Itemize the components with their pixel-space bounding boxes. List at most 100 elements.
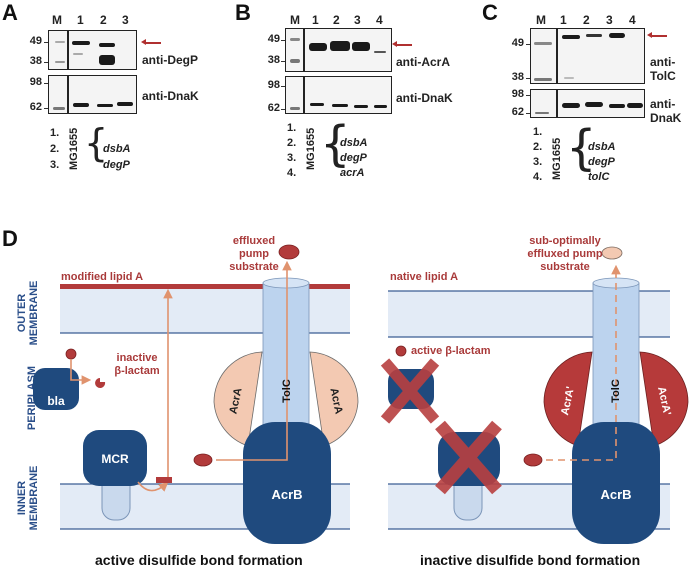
acrb-label: AcrB [271, 487, 303, 502]
panel-letter-b: B [235, 0, 251, 25]
legend-number: 2. [533, 141, 543, 153]
cross-icon [435, 420, 502, 495]
gene-label: tolC [588, 171, 610, 183]
lane-label: 3 [354, 13, 361, 27]
cross-icon [380, 358, 440, 424]
lane-label: 2 [100, 13, 107, 27]
lane-label: 3 [122, 13, 129, 27]
lipid-a-modification [156, 477, 172, 483]
antibody-label: anti-DnaK [650, 97, 682, 125]
marker-tick [44, 83, 48, 84]
suboptimal-line: effluxed pump [527, 248, 603, 260]
antibody-label: anti-DegP [142, 53, 199, 67]
marker-tick [526, 95, 530, 96]
lane-label: 1 [560, 13, 567, 27]
mcr-protein [83, 430, 147, 486]
gene-label: acrA [340, 167, 365, 179]
acra-right [309, 351, 359, 447]
suboptimal-effluxed-substrate-icon [601, 246, 623, 260]
tolc-left [262, 282, 310, 432]
effluxed-substrate-icon [278, 244, 300, 260]
legend-number: 4. [287, 167, 297, 179]
active-beta-lactam-molecule [395, 345, 407, 357]
legend-number: 1. [533, 126, 543, 138]
legend-number: 2. [50, 143, 60, 155]
gene-label: degP [340, 152, 367, 164]
legend-number: 3. [533, 156, 543, 168]
western-blot-degp [48, 30, 137, 70]
acra-prime-left [543, 351, 593, 447]
inactive-line: β-lactam [114, 365, 160, 377]
marker-49: 49 [29, 35, 42, 47]
marker-62: 62 [29, 101, 42, 113]
marker-98: 98 [267, 79, 280, 91]
legend-number: 2. [287, 137, 297, 149]
effluxed-line: effluxed [232, 235, 276, 247]
bla-label: bla [47, 394, 65, 408]
native-lipid-a-label: native lipid A [390, 271, 459, 283]
marker-tick [44, 108, 48, 109]
antibody-label: anti-DnaK [142, 89, 199, 103]
mcr-label: MCR [101, 452, 129, 466]
inactive-line: inactive [116, 352, 158, 364]
suboptimal-effluxed-label: sub-optimally effluxed pump substrate [520, 235, 610, 274]
marker-tick [526, 113, 530, 114]
pump-substrate-left [193, 453, 213, 467]
panel-letter-c: C [482, 0, 498, 25]
marker-tick [44, 62, 48, 63]
effluxed-line: substrate [229, 261, 279, 273]
lane-label: 3 [606, 13, 613, 27]
antibody-label: anti-DnaK [396, 91, 453, 105]
legend-number: 1. [287, 122, 297, 134]
marker-tick [44, 42, 48, 43]
marker-tick [526, 44, 530, 45]
legend-number: 3. [50, 159, 60, 171]
left-caption: active disulfide bond formation [95, 552, 303, 568]
modified-lipid-a-label: modified lipid A [61, 271, 144, 283]
acrb-left [243, 422, 331, 544]
panel-letter-a: A [2, 0, 18, 25]
acrb-right [572, 422, 660, 544]
antibody-label: anti-TolC [650, 55, 676, 83]
western-blot-acra [285, 28, 392, 72]
marker-tick [281, 40, 285, 41]
inactive-beta-lactam-icon [95, 378, 106, 388]
active-beta-lactam-label: active β-lactam [411, 345, 491, 357]
western-blot-dnak [48, 75, 137, 114]
suboptimal-line: substrate [540, 261, 590, 273]
brace-icon: { [84, 121, 109, 165]
acra-left [213, 351, 263, 447]
legend-number: 3. [287, 152, 297, 164]
marker-tick [281, 109, 285, 110]
lane-label: 1 [77, 13, 84, 27]
lane-label: 1 [312, 13, 319, 27]
red-arrow-icon [392, 41, 412, 47]
lane-label: 2 [583, 13, 590, 27]
lane-label: M [290, 13, 300, 27]
marker-49: 49 [511, 37, 524, 49]
marker-38: 38 [29, 55, 42, 67]
tolc-label: TolC [281, 379, 293, 403]
brace-icon: { [566, 120, 597, 176]
marker-38: 38 [267, 54, 280, 66]
beta-lactam-molecule [65, 348, 77, 360]
western-blot-dnak [530, 89, 645, 118]
inactive-beta-lactam-label: inactive β-lactam [112, 352, 162, 378]
effluxed-line: pump [239, 248, 269, 260]
modified-lipid-a-layer [60, 284, 350, 289]
red-arrow-icon [647, 32, 667, 38]
marker-tick [281, 86, 285, 87]
gene-label: dsbA [340, 137, 368, 149]
gene-label: dsbA [588, 141, 616, 153]
lane-label: 2 [333, 13, 340, 27]
gene-label: dsbA [103, 143, 131, 155]
marker-62: 62 [267, 102, 280, 114]
suboptimal-line: sub-optimally [529, 235, 601, 247]
lane-label: 4 [376, 13, 383, 27]
effluxed-label: effluxed pump substrate [224, 235, 284, 274]
acra-prime-right [639, 351, 689, 447]
gene-label: degP [103, 159, 130, 171]
marker-62: 62 [511, 106, 524, 118]
pump-substrate-right [523, 453, 543, 467]
